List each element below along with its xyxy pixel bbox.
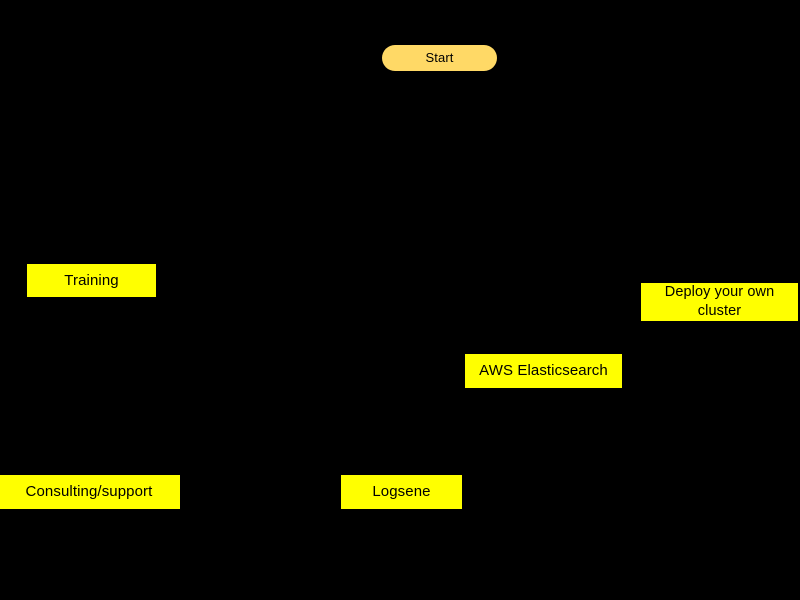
flowchart-node-logsene[interactable]: Logsene <box>341 475 462 509</box>
flowchart-node-start[interactable]: Start <box>382 45 497 71</box>
flowchart-node-aws-elasticsearch[interactable]: AWS Elasticsearch <box>465 354 622 388</box>
flowchart-node-consulting-support[interactable]: Consulting/support <box>0 475 180 509</box>
flowchart-node-training[interactable]: Training <box>27 264 156 297</box>
flowchart-node-deploy-your-own-cluster[interactable]: Deploy your own cluster <box>641 283 798 321</box>
